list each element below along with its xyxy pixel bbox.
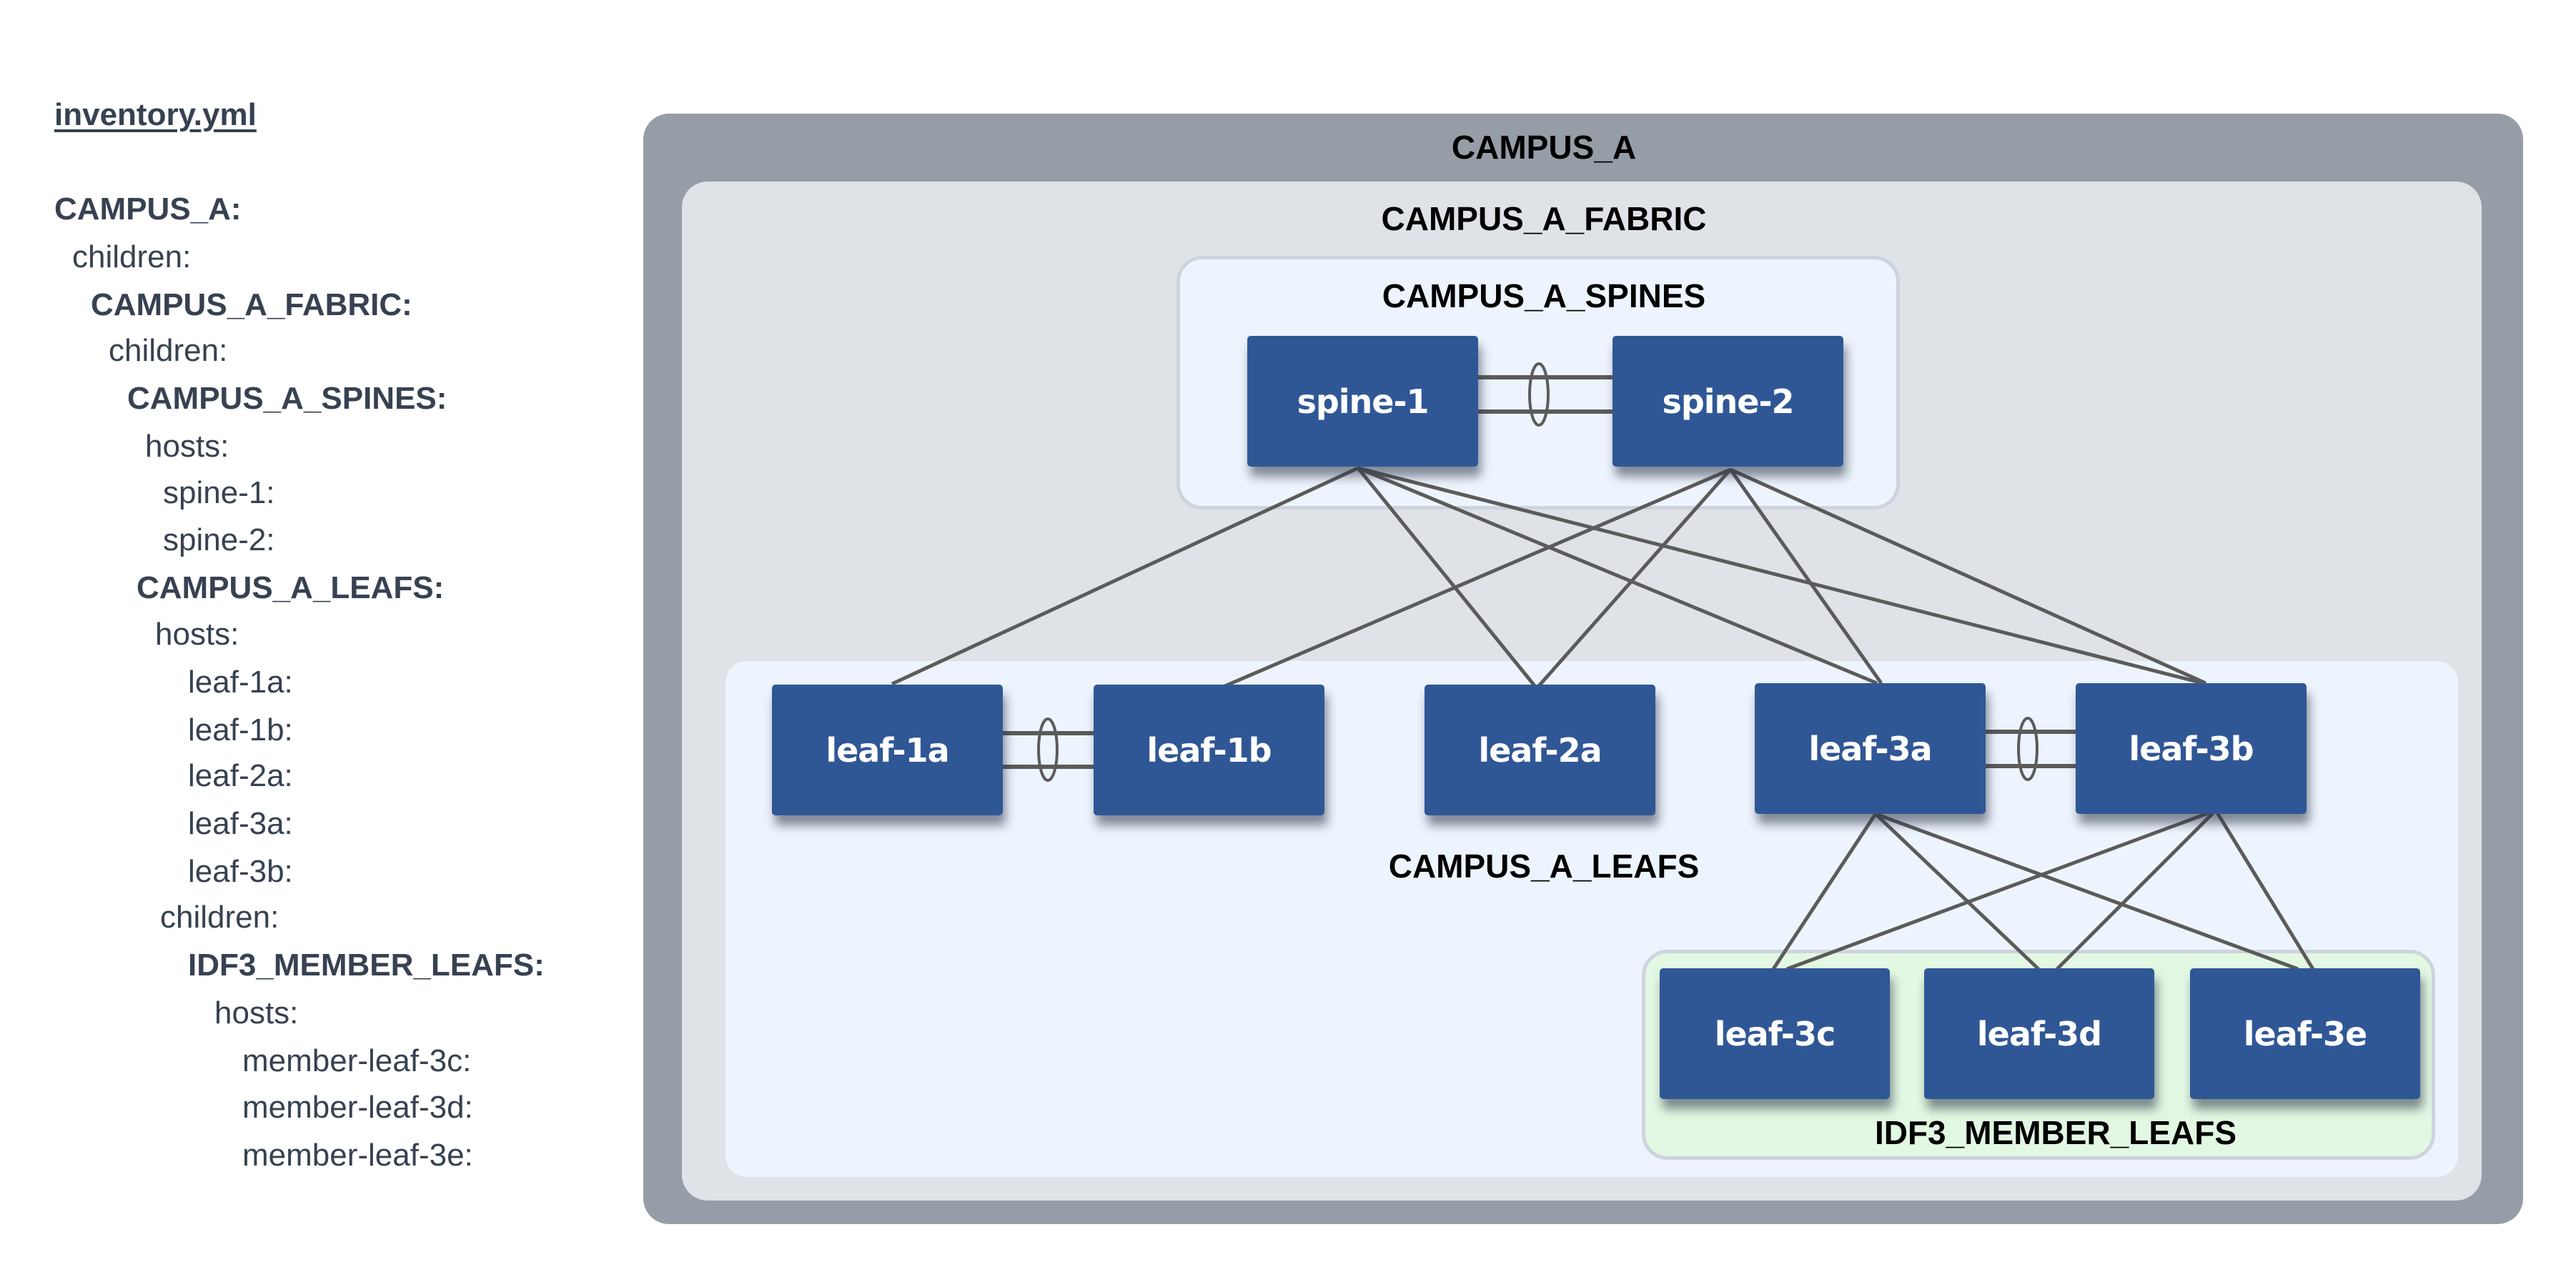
group-label-campus-a-fabric: CAMPUS_A_FABRIC: [1381, 200, 1707, 237]
yaml-line: hosts:: [155, 617, 239, 652]
node-spine-2[interactable]: spine-2: [1613, 336, 1843, 467]
yaml-line: children:: [72, 239, 192, 274]
yaml-line: CAMPUS_A_FABRIC:: [91, 287, 412, 322]
yaml-line: leaf-1b:: [188, 712, 293, 747]
node-label: leaf-2a: [1478, 730, 1602, 770]
yaml-line: hosts:: [214, 995, 299, 1030]
yaml-line: member-leaf-3c:: [242, 1043, 472, 1078]
yaml-line: IDF3_MEMBER_LEAFS:: [188, 948, 545, 983]
node-label: leaf-3b: [2129, 729, 2254, 768]
node-label: leaf-3e: [2243, 1014, 2368, 1053]
yaml-line: CAMPUS_A_LEAFS:: [137, 570, 445, 605]
node-label: spine-2: [1662, 382, 1794, 421]
group-label-campus-a: CAMPUS_A: [1451, 129, 1637, 166]
node-leaf-3b[interactable]: leaf-3b: [2076, 683, 2307, 814]
node-label: spine-1: [1297, 382, 1429, 421]
yaml-line: spine-1:: [163, 475, 275, 510]
group-label-idf3-member-leafs: IDF3_MEMBER_LEAFS: [1874, 1114, 2237, 1151]
node-label: leaf-1a: [826, 730, 949, 770]
node-spine-1[interactable]: spine-1: [1247, 336, 1478, 467]
yaml-line: children:: [160, 900, 279, 935]
yaml-line: leaf-3a:: [188, 806, 293, 841]
node-label: leaf-3a: [1808, 729, 1932, 768]
node-label: leaf-3d: [1976, 1014, 2102, 1053]
yaml-line: leaf-3b:: [188, 854, 293, 889]
yaml-line: leaf-1a:: [188, 665, 293, 700]
node-leaf-3c[interactable]: leaf-3c: [1660, 968, 1890, 1099]
node-leaf-2a[interactable]: leaf-2a: [1425, 685, 1655, 815]
yaml-line: CAMPUS_A:: [54, 192, 242, 227]
yaml-line: children:: [109, 333, 228, 368]
yaml-line: leaf-2a:: [188, 758, 293, 793]
node-leaf-3d[interactable]: leaf-3d: [1924, 968, 2154, 1099]
group-label-campus-a-leafs: CAMPUS_A_LEAFS: [1388, 848, 1700, 885]
yaml-line: member-leaf-3d:: [242, 1090, 473, 1125]
node-leaf-3a[interactable]: leaf-3a: [1755, 683, 1986, 814]
node-label: leaf-1b: [1146, 730, 1272, 770]
node-leaf-3e[interactable]: leaf-3e: [2190, 968, 2420, 1099]
yaml-panel: inventory.yml CAMPUS_A: children: CAMPUS…: [0, 0, 615, 1277]
node-label: leaf-3c: [1714, 1014, 1836, 1053]
group-label-campus-a-spines: CAMPUS_A_SPINES: [1382, 277, 1706, 314]
yaml-filename: inventory.yml: [54, 97, 257, 132]
node-leaf-1b[interactable]: leaf-1b: [1094, 685, 1324, 815]
yaml-line: hosts:: [145, 429, 229, 464]
yaml-line: member-leaf-3e:: [242, 1138, 473, 1173]
yaml-line: CAMPUS_A_SPINES:: [127, 381, 447, 416]
node-leaf-1a[interactable]: leaf-1a: [772, 685, 1003, 815]
yaml-line: spine-2:: [163, 522, 275, 557]
